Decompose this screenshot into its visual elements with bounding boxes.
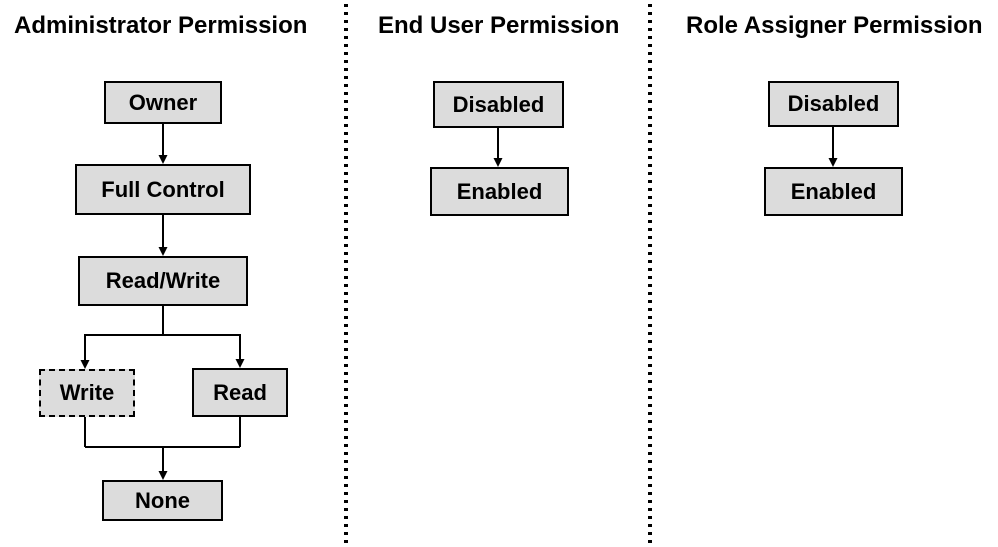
node-read-write: Read/Write <box>78 256 248 306</box>
column-title-end-user-permission: End User Permission <box>378 12 620 39</box>
node-read: Read <box>192 368 288 417</box>
node-owner: Owner <box>104 81 222 124</box>
column-separator-right <box>648 4 652 544</box>
node-end-user-disabled: Disabled <box>433 81 564 128</box>
node-role-assigner-disabled: Disabled <box>768 81 899 127</box>
node-write: Write <box>39 369 135 417</box>
node-end-user-enabled: Enabled <box>430 167 569 216</box>
node-full-control: Full Control <box>75 164 251 215</box>
node-role-assigner-enabled: Enabled <box>764 167 903 216</box>
column-separator-left <box>344 4 348 544</box>
column-title-role-assigner-permission: Role Assigner Permission <box>686 12 983 39</box>
node-none: None <box>102 480 223 521</box>
column-title-administrator-permission: Administrator Permission <box>14 12 308 39</box>
